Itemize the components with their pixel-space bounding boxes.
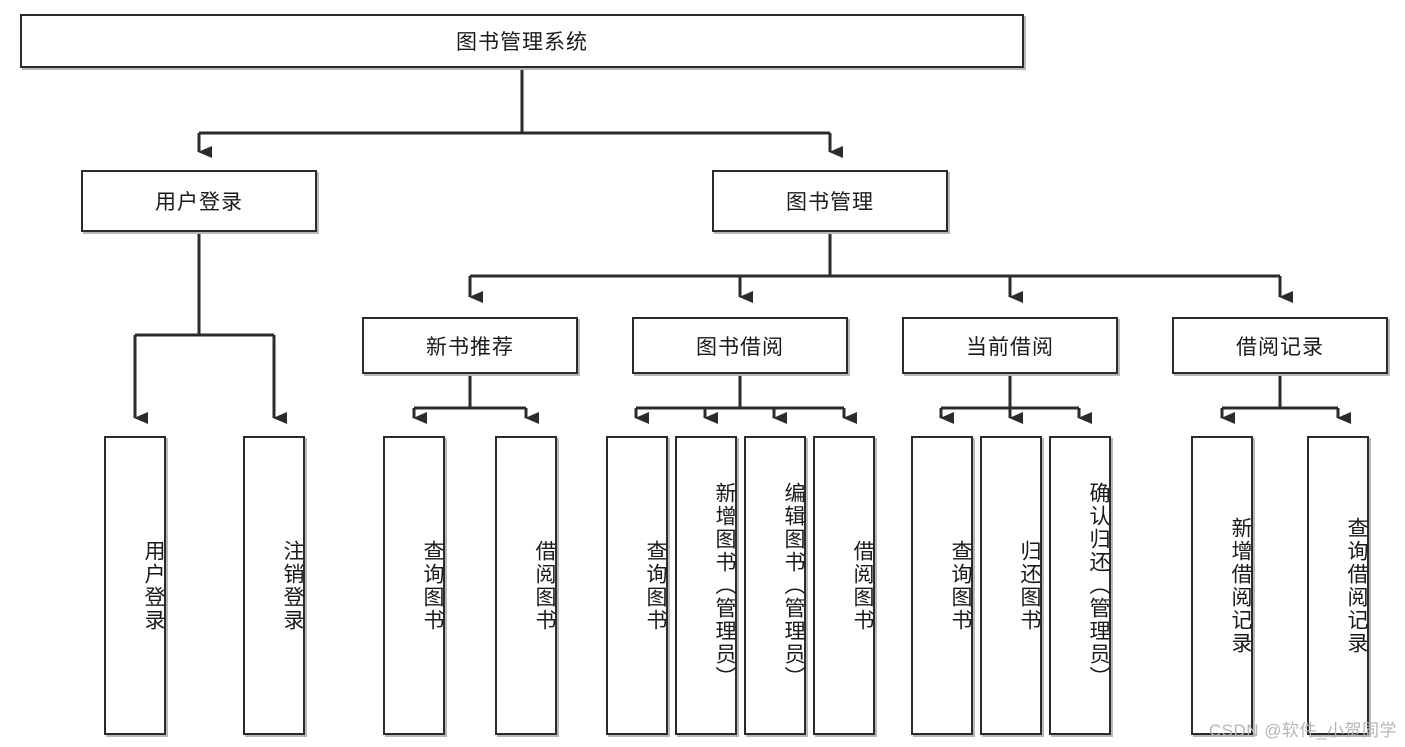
node-label: 新增图书（管理员） xyxy=(713,482,736,689)
leaf-query-book-current[interactable]: 查询图书 xyxy=(911,436,973,735)
node-label: 用户登录 xyxy=(142,539,165,632)
node-root-system[interactable]: 图书管理系统 xyxy=(20,14,1024,68)
leaf-borrow-book[interactable]: 借阅图书 xyxy=(813,436,875,735)
leaf-add-book-admin[interactable]: 新增图书（管理员） xyxy=(675,436,737,735)
node-label: 新增借阅记录 xyxy=(1229,516,1252,655)
node-label: 查询图书 xyxy=(421,539,444,632)
watermark: CSDN @软件_小贺同学 xyxy=(1208,721,1397,740)
node-user-login[interactable]: 用户登录 xyxy=(81,170,317,232)
node-borrow-record[interactable]: 借阅记录 xyxy=(1172,317,1388,374)
leaf-query-book-recommend[interactable]: 查询图书 xyxy=(383,436,445,735)
node-new-book-recommend[interactable]: 新书推荐 xyxy=(362,317,578,374)
leaf-return-book[interactable]: 归还图书 xyxy=(980,436,1042,735)
leaf-query-borrow-record[interactable]: 查询借阅记录 xyxy=(1307,436,1369,735)
leaf-add-borrow-record[interactable]: 新增借阅记录 xyxy=(1191,436,1253,735)
node-book-borrow[interactable]: 图书借阅 xyxy=(632,317,848,374)
node-label: 归还图书 xyxy=(1018,539,1041,632)
leaf-borrow-book-recommend[interactable]: 借阅图书 xyxy=(495,436,557,735)
node-book-management[interactable]: 图书管理 xyxy=(712,170,948,232)
node-label: 图书管理 xyxy=(786,191,874,214)
node-label: 图书管理系统 xyxy=(456,31,588,54)
leaf-confirm-return-admin[interactable]: 确认归还（管理员） xyxy=(1049,436,1111,735)
node-label: 借阅图书 xyxy=(533,539,556,632)
node-label: 用户登录 xyxy=(155,191,243,214)
node-label: 当前借阅 xyxy=(966,335,1054,359)
leaf-query-book-borrow[interactable]: 查询图书 xyxy=(606,436,668,735)
leaf-user-login[interactable]: 用户登录 xyxy=(104,436,166,735)
node-label: 注销登录 xyxy=(281,539,304,632)
node-label: 确认归还（管理员） xyxy=(1087,482,1110,689)
node-label: 编辑图书（管理员） xyxy=(782,482,805,689)
node-label: 借阅图书 xyxy=(851,539,874,632)
node-label: 查询图书 xyxy=(644,539,667,632)
node-label: 新书推荐 xyxy=(426,335,514,359)
leaf-edit-book-admin[interactable]: 编辑图书（管理员） xyxy=(744,436,806,735)
node-label: 借阅记录 xyxy=(1236,335,1324,359)
leaf-logout[interactable]: 注销登录 xyxy=(243,436,305,735)
node-label: 查询图书 xyxy=(949,539,972,632)
node-label: 查询借阅记录 xyxy=(1345,516,1368,655)
node-current-borrow[interactable]: 当前借阅 xyxy=(902,317,1118,374)
node-label: 图书借阅 xyxy=(696,335,784,359)
